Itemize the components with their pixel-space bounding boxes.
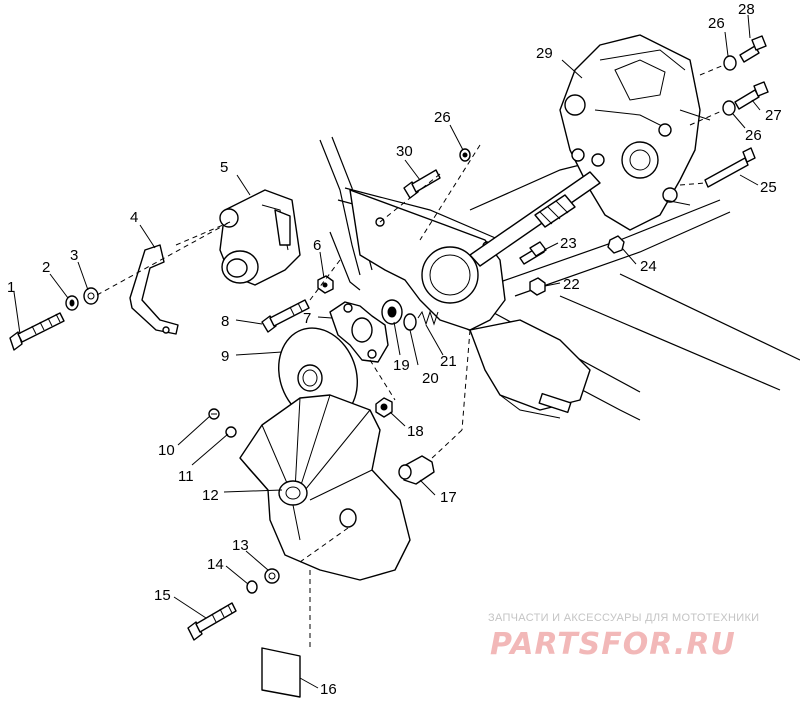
callout-15: 15 bbox=[154, 587, 171, 604]
part-10-screw bbox=[208, 408, 220, 420]
callout-26-center: 26 bbox=[434, 109, 451, 126]
callout-12: 12 bbox=[202, 487, 219, 504]
part-6-nut bbox=[317, 275, 334, 294]
part-5-motor-housing bbox=[219, 189, 301, 286]
watermark: ЗАПЧАСТИ И АКСЕССУАРЫ ДЛЯ МОТОТЕХНИКИ PA… bbox=[488, 612, 759, 662]
part-28-bolt bbox=[739, 35, 767, 63]
part-16-decal bbox=[261, 647, 301, 698]
part-1-bolt bbox=[9, 312, 65, 351]
callout-4: 4 bbox=[130, 209, 138, 226]
part-17-spacer bbox=[398, 455, 435, 485]
callout-20: 20 bbox=[422, 370, 439, 387]
part-12-cover bbox=[239, 394, 411, 581]
callout-14: 14 bbox=[207, 556, 224, 573]
callout-10: 10 bbox=[158, 442, 175, 459]
callout-26-right: 26 bbox=[745, 127, 762, 144]
part-4-bracket bbox=[129, 244, 179, 335]
part-26-washer-right bbox=[722, 100, 736, 116]
callout-26-top: 26 bbox=[708, 15, 725, 32]
callout-22: 22 bbox=[563, 276, 580, 293]
part-15-bolt bbox=[187, 602, 237, 641]
callout-19: 19 bbox=[393, 357, 410, 374]
callout-8: 8 bbox=[221, 313, 229, 330]
watermark-logo: PARTSFOR.RU bbox=[490, 627, 736, 662]
part-26-nut-center bbox=[459, 148, 471, 162]
callout-3: 3 bbox=[70, 247, 78, 264]
part-19-bearing bbox=[381, 299, 403, 325]
part-2-lockwasher bbox=[65, 295, 79, 311]
callout-21: 21 bbox=[440, 353, 457, 370]
part-21-spring bbox=[417, 310, 439, 326]
part-27-bolt bbox=[734, 81, 769, 110]
drive-shaft bbox=[469, 171, 601, 267]
part-22-nut bbox=[529, 277, 546, 296]
callout-23: 23 bbox=[560, 235, 577, 252]
callout-2: 2 bbox=[42, 259, 50, 276]
part-23-bolt bbox=[519, 241, 547, 265]
part-3-washer bbox=[83, 287, 99, 305]
callout-28: 28 bbox=[738, 1, 755, 18]
leader-lines bbox=[13, 14, 761, 689]
part-11-washer bbox=[225, 426, 237, 438]
part-14-lockwasher bbox=[246, 580, 258, 594]
callout-29: 29 bbox=[536, 45, 553, 62]
gearcase bbox=[559, 34, 711, 231]
callout-24: 24 bbox=[640, 258, 657, 275]
part-20-washer bbox=[403, 313, 417, 331]
callout-13: 13 bbox=[232, 537, 249, 554]
part-13-washer bbox=[264, 568, 280, 584]
callout-16: 16 bbox=[320, 681, 337, 698]
part-18-nut bbox=[375, 397, 393, 418]
part-8-bolt bbox=[261, 299, 310, 333]
lower-bracket bbox=[469, 319, 591, 419]
callout-11: 11 bbox=[178, 468, 194, 485]
callout-5: 5 bbox=[220, 159, 228, 176]
callout-27: 27 bbox=[765, 107, 782, 124]
callout-17: 17 bbox=[440, 489, 457, 506]
callout-25: 25 bbox=[760, 179, 777, 196]
watermark-caption: ЗАПЧАСТИ И АКСЕССУАРЫ ДЛЯ МОТОТЕХНИКИ bbox=[488, 612, 759, 624]
part-30-bolt bbox=[403, 169, 441, 199]
callout-labels: 1 2 3 4 5 6 7 8 9 10 11 12 13 14 15 16 1… bbox=[7, 1, 782, 698]
part-7-plate bbox=[329, 301, 389, 363]
callout-7: 7 bbox=[303, 310, 311, 327]
callout-6: 6 bbox=[313, 237, 321, 254]
callout-18: 18 bbox=[407, 423, 424, 440]
part-25-bolt bbox=[704, 147, 756, 188]
callout-30: 30 bbox=[396, 143, 413, 160]
callout-9: 9 bbox=[221, 348, 229, 365]
callout-1: 1 bbox=[7, 279, 15, 296]
part-26-washer-top bbox=[723, 55, 737, 71]
part-24-nut bbox=[607, 235, 625, 254]
